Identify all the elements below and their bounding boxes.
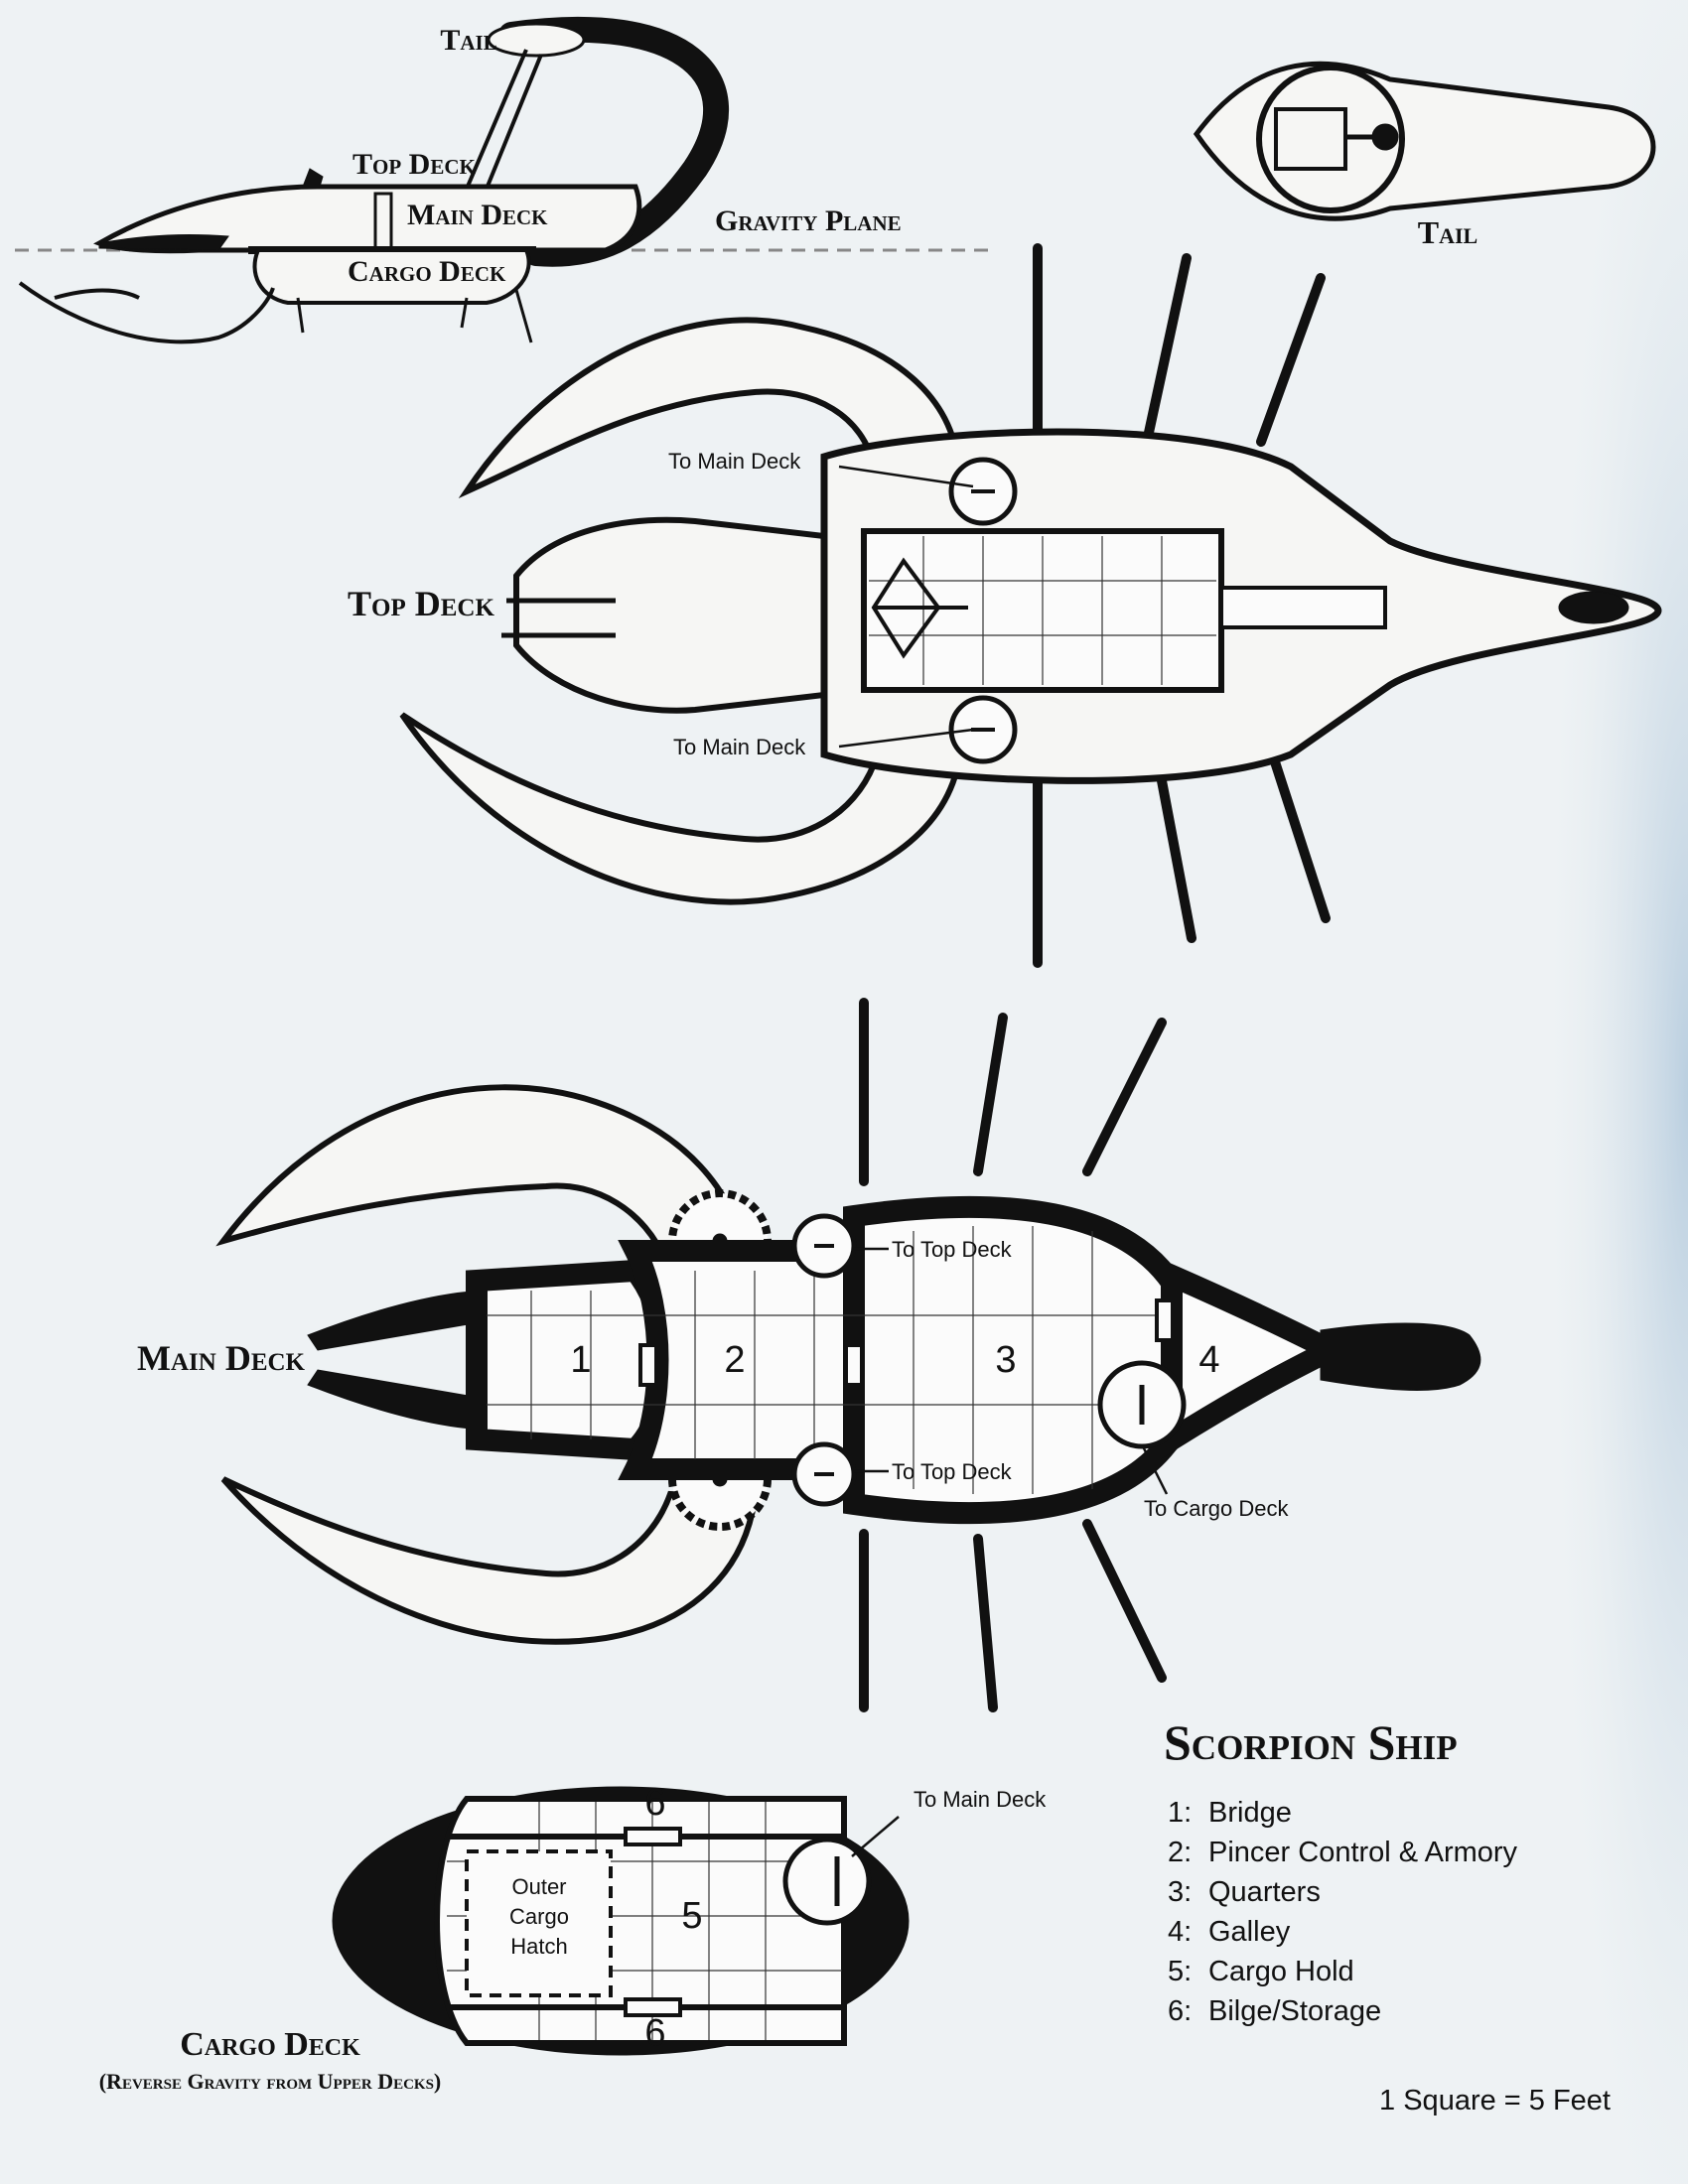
side-main-deck-label: Main Deck xyxy=(407,199,548,231)
gravity-plane-label: Gravity Plane xyxy=(715,205,902,237)
cargo-deck-sublabel: (Reverse Gravity from Upper Decks) xyxy=(99,2069,442,2094)
tail-view-label: Tail xyxy=(1418,214,1477,250)
legend-item: 5: Cargo Hold xyxy=(1168,1956,1354,1987)
scale-note: 1 Square = 5 Feet xyxy=(1379,2085,1611,2116)
room-number-4: 4 xyxy=(1198,1339,1219,1381)
legend-number: 6: xyxy=(1168,1995,1192,2027)
cargo-room-6-lower: 6 xyxy=(644,2012,665,2054)
hatch-label-line-3: Hatch xyxy=(510,1934,567,1959)
legend-item: 1: Bridge xyxy=(1168,1797,1292,1829)
side-cargo-deck-label: Cargo Deck xyxy=(348,255,506,288)
legend-number: 5: xyxy=(1168,1956,1192,1987)
cargo-deck-label: Cargo Deck xyxy=(180,2026,360,2063)
side-tail-label: Tail xyxy=(440,24,496,57)
top-head xyxy=(513,516,827,714)
main-callout-upper: To Top Deck xyxy=(892,1237,1013,1262)
outer-cargo-hatch xyxy=(465,1849,613,1997)
cargo-callout: To Main Deck xyxy=(914,1787,1047,1812)
frost-edge xyxy=(1440,0,1688,2184)
top-callout-lower: To Main Deck xyxy=(673,735,806,759)
main-lower-claw xyxy=(220,1476,759,1645)
side-claw xyxy=(18,281,275,344)
cargo-room-5: 5 xyxy=(681,1895,702,1937)
cargo-room-6-upper: 6 xyxy=(644,1782,665,1824)
legend-number: 3: xyxy=(1168,1876,1192,1908)
side-hull xyxy=(92,184,642,254)
main-deck-plan: 1 2 3 4 To Top Deck To Top Deck To Cargo… xyxy=(137,998,1481,1712)
hatch-label-line-2: Cargo xyxy=(509,1904,569,1929)
top-callout-upper: To Main Deck xyxy=(668,449,801,474)
legend-item: 4: Galley xyxy=(1168,1916,1291,1948)
room-number-3: 3 xyxy=(995,1339,1016,1381)
legend-item: 2: Pincer Control & Armory xyxy=(1168,1837,1518,1868)
side-top-deck-label: Top Deck xyxy=(352,148,477,181)
side-view: Tail Top Deck Main Deck Cargo Deck Gravi… xyxy=(15,16,993,344)
top-deck-label: Top Deck xyxy=(348,584,494,623)
hatch-label-line-1: Outer xyxy=(511,1874,566,1899)
main-callout-lower: To Top Deck xyxy=(892,1459,1013,1484)
main-callout-cargo: To Cargo Deck xyxy=(1144,1496,1290,1521)
legend-item: 6: Bilge/Storage xyxy=(1168,1995,1381,2027)
legend-name: Cargo Hold xyxy=(1208,1956,1354,1987)
legend-name: Galley xyxy=(1208,1916,1291,1948)
legend-item: 3: Quarters xyxy=(1168,1876,1321,1908)
legend-number: 4: xyxy=(1168,1916,1192,1948)
room-number-2: 2 xyxy=(724,1339,745,1381)
top-deck-plan: To Main Deck To Main Deck Top Deck xyxy=(348,243,1662,968)
cargo-hatch-ladder xyxy=(782,1837,872,1926)
room-number-1: 1 xyxy=(570,1339,591,1381)
legend-number: 2: xyxy=(1168,1837,1192,1868)
legend-number: 1: xyxy=(1168,1797,1192,1829)
side-cargo xyxy=(252,248,531,305)
main-deck-label: Main Deck xyxy=(137,1338,306,1378)
cargo-deck-plan: 6 5 6 Outer Cargo Hatch To Main Deck Car… xyxy=(99,1782,1048,2094)
tail-view: Tail xyxy=(1193,61,1656,250)
legend-title: Scorpion Ship xyxy=(1164,1714,1458,1770)
legend-name: Quarters xyxy=(1208,1876,1321,1908)
main-upper-claw xyxy=(215,1084,749,1265)
legend-name: Bridge xyxy=(1208,1797,1292,1829)
legend-name: Bilge/Storage xyxy=(1208,1995,1381,2027)
legend-name: Pincer Control & Armory xyxy=(1208,1837,1518,1868)
legend: Scorpion Ship 1: Bridge 2: Pincer Contro… xyxy=(1164,1714,1611,2116)
